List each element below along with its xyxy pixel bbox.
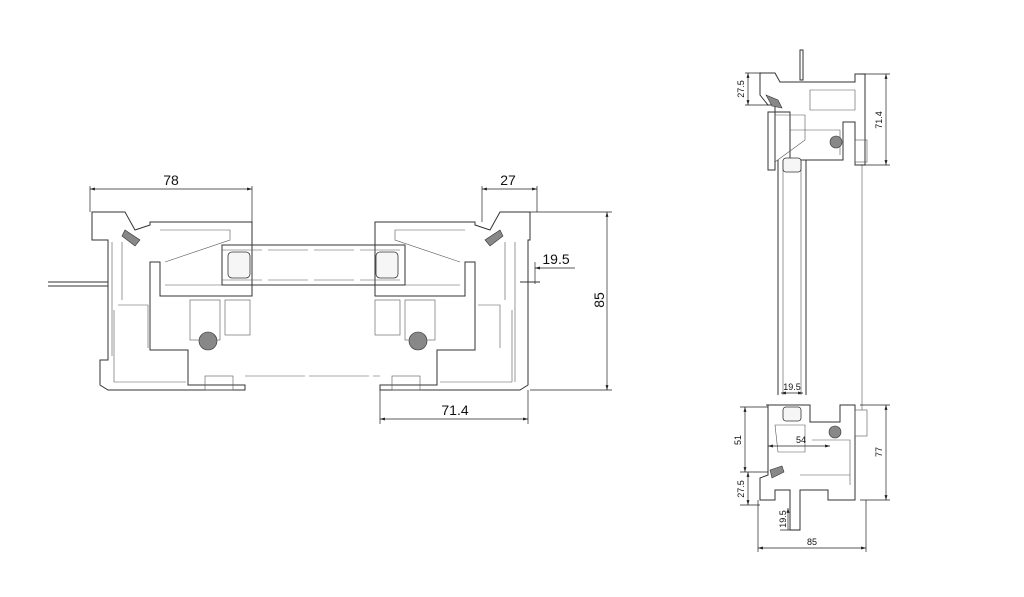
dimension-78: 78 xyxy=(89,172,253,222)
dimension-77: 77 xyxy=(860,404,890,501)
dimension-label: 27 xyxy=(500,172,516,188)
dimension-label: 19.5 xyxy=(542,251,569,267)
glazing-unit xyxy=(221,244,406,377)
dimension-label: 54 xyxy=(796,435,806,445)
dimension-label: 85 xyxy=(591,292,607,308)
dimension-label: 27.5 xyxy=(736,480,746,498)
dimension-top-27-5: 27.5 xyxy=(736,72,768,106)
dimension-top-71-4: 71.4 xyxy=(860,73,890,166)
sill-profile xyxy=(759,404,868,531)
dimension-54: 54 xyxy=(768,435,830,448)
left-frame-profile xyxy=(48,211,253,391)
dimension-label: 19.5 xyxy=(783,382,801,392)
glass-vertical xyxy=(777,157,863,422)
dimension-glass-19-5: 19.5 xyxy=(781,382,803,395)
dimension-85: 85 xyxy=(530,211,612,391)
dimension-bottom-85: 85 xyxy=(757,500,867,552)
dimension-label: 71.4 xyxy=(874,111,884,129)
dimension-bottom-27-5: 27.5 xyxy=(736,472,760,506)
dimension-label: 77 xyxy=(874,447,884,457)
dimension-label: 19.5 xyxy=(778,510,788,528)
dimension-27: 27 xyxy=(481,172,538,222)
dimension-label: 51 xyxy=(733,435,743,445)
dimension-71-4: 71.4 xyxy=(379,390,529,424)
dimension-label: 78 xyxy=(163,172,179,188)
horizontal-section: 78 27 19.5 85 71.4 xyxy=(48,172,612,424)
dimension-sill-19-5: 19.5 xyxy=(778,508,800,531)
head-profile xyxy=(759,49,868,171)
dimension-label: 85 xyxy=(807,537,817,547)
dimension-51: 51 xyxy=(733,406,768,473)
dimension-label: 71.4 xyxy=(441,402,468,418)
dimension-label: 27.5 xyxy=(736,80,746,98)
right-frame-profile xyxy=(374,211,540,391)
dimension-19-5: 19.5 xyxy=(534,251,575,284)
vertical-section: 27.5 71.4 19.5 51 54 77 xyxy=(733,49,890,552)
